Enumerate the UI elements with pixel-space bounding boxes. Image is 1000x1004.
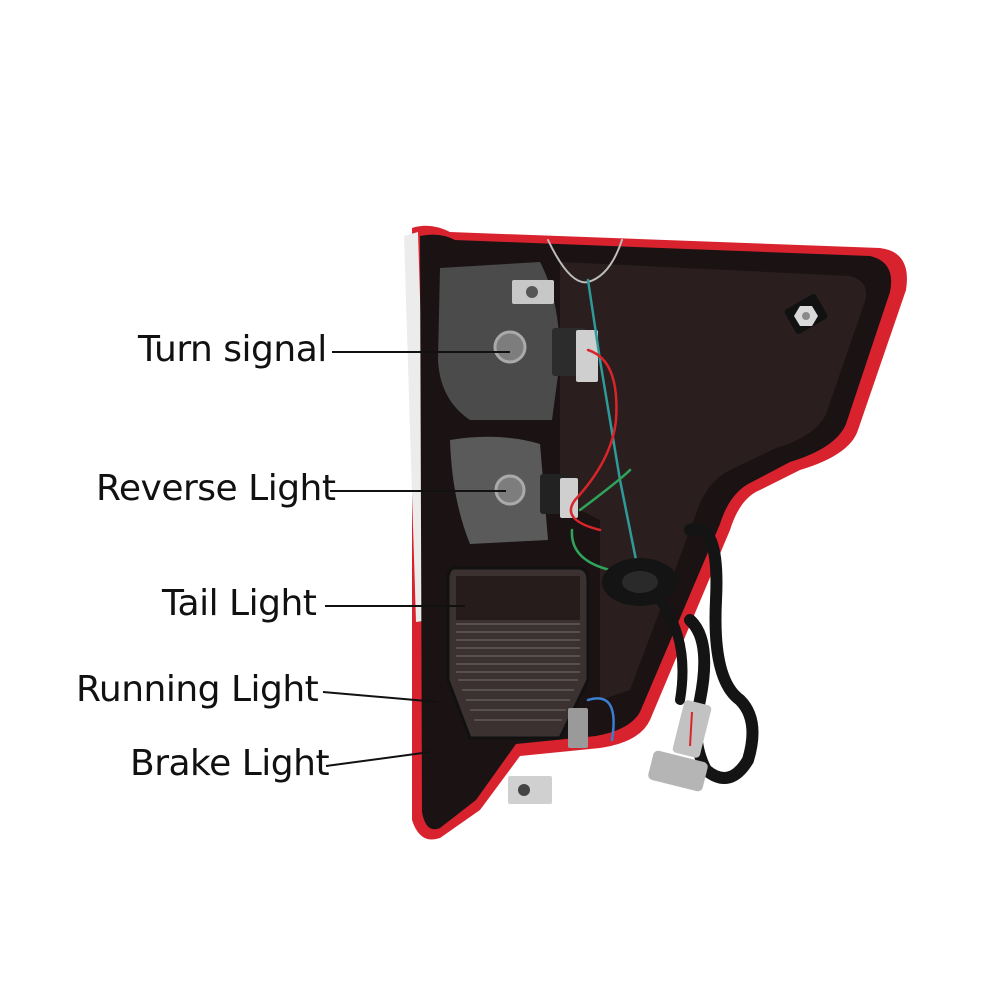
wire-harness (602, 522, 759, 784)
wire-teal (586, 278, 642, 582)
wire-red (569, 348, 618, 532)
mounting-stud-top (784, 293, 828, 335)
plug-connector (648, 700, 712, 792)
callout-lines (322, 351, 510, 767)
label-tail-light: Tail Light (162, 583, 317, 624)
wire-green (570, 468, 632, 572)
wiring (547, 239, 642, 742)
wire-blue (586, 697, 615, 742)
leader-line-brake (325, 751, 431, 767)
leader-line-running (322, 691, 439, 703)
label-brake-light: Brake Light (130, 743, 330, 784)
mounting-bracket-bottom (508, 776, 552, 804)
label-running-light: Running Light (76, 669, 319, 710)
label-reverse-light: Reverse Light (96, 468, 336, 509)
label-turn-signal: Turn signal (138, 329, 327, 370)
turn-signal-socket (438, 262, 598, 420)
tail-light-lens-block (446, 566, 590, 748)
